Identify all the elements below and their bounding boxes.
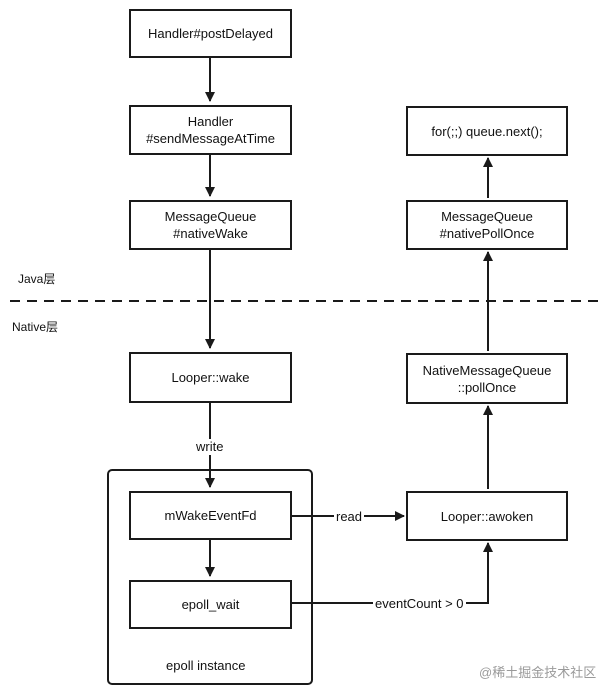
node-handler-sendmessageattime: Handler #sendMessageAtTime <box>129 105 292 155</box>
node-mwakeeventfd: mWakeEventFd <box>129 491 292 540</box>
layer-label-java: Java层 <box>18 272 56 286</box>
node-handler-postdelayed: Handler#postDelayed <box>129 9 292 58</box>
edge-label-eventcount: eventCount > 0 <box>373 596 466 612</box>
edge-label-write: write <box>195 439 225 455</box>
node-looper-awoken: Looper::awoken <box>406 491 568 541</box>
edge-label-read: read <box>334 509 365 525</box>
node-looper-wake: Looper::wake <box>129 352 292 403</box>
watermark-text: @稀土掘金技术社区 <box>479 665 597 680</box>
node-messagequeue-nativewake: MessageQueue #nativeWake <box>129 200 292 250</box>
node-epoll-wait: epoll_wait <box>129 580 292 629</box>
edge-epollwait-to-looperawoken <box>292 542 493 604</box>
epoll-instance-container <box>107 469 313 685</box>
node-messagequeue-nativepollonce: MessageQueue #nativePollOnce <box>406 200 568 250</box>
node-queue-next-loop: for(;;) queue.next(); <box>406 106 568 156</box>
epoll-instance-label: epoll instance <box>166 658 246 673</box>
node-nativemessagequeue-pollonce: NativeMessageQueue ::pollOnce <box>406 353 568 404</box>
layer-label-native: Native层 <box>12 320 59 334</box>
